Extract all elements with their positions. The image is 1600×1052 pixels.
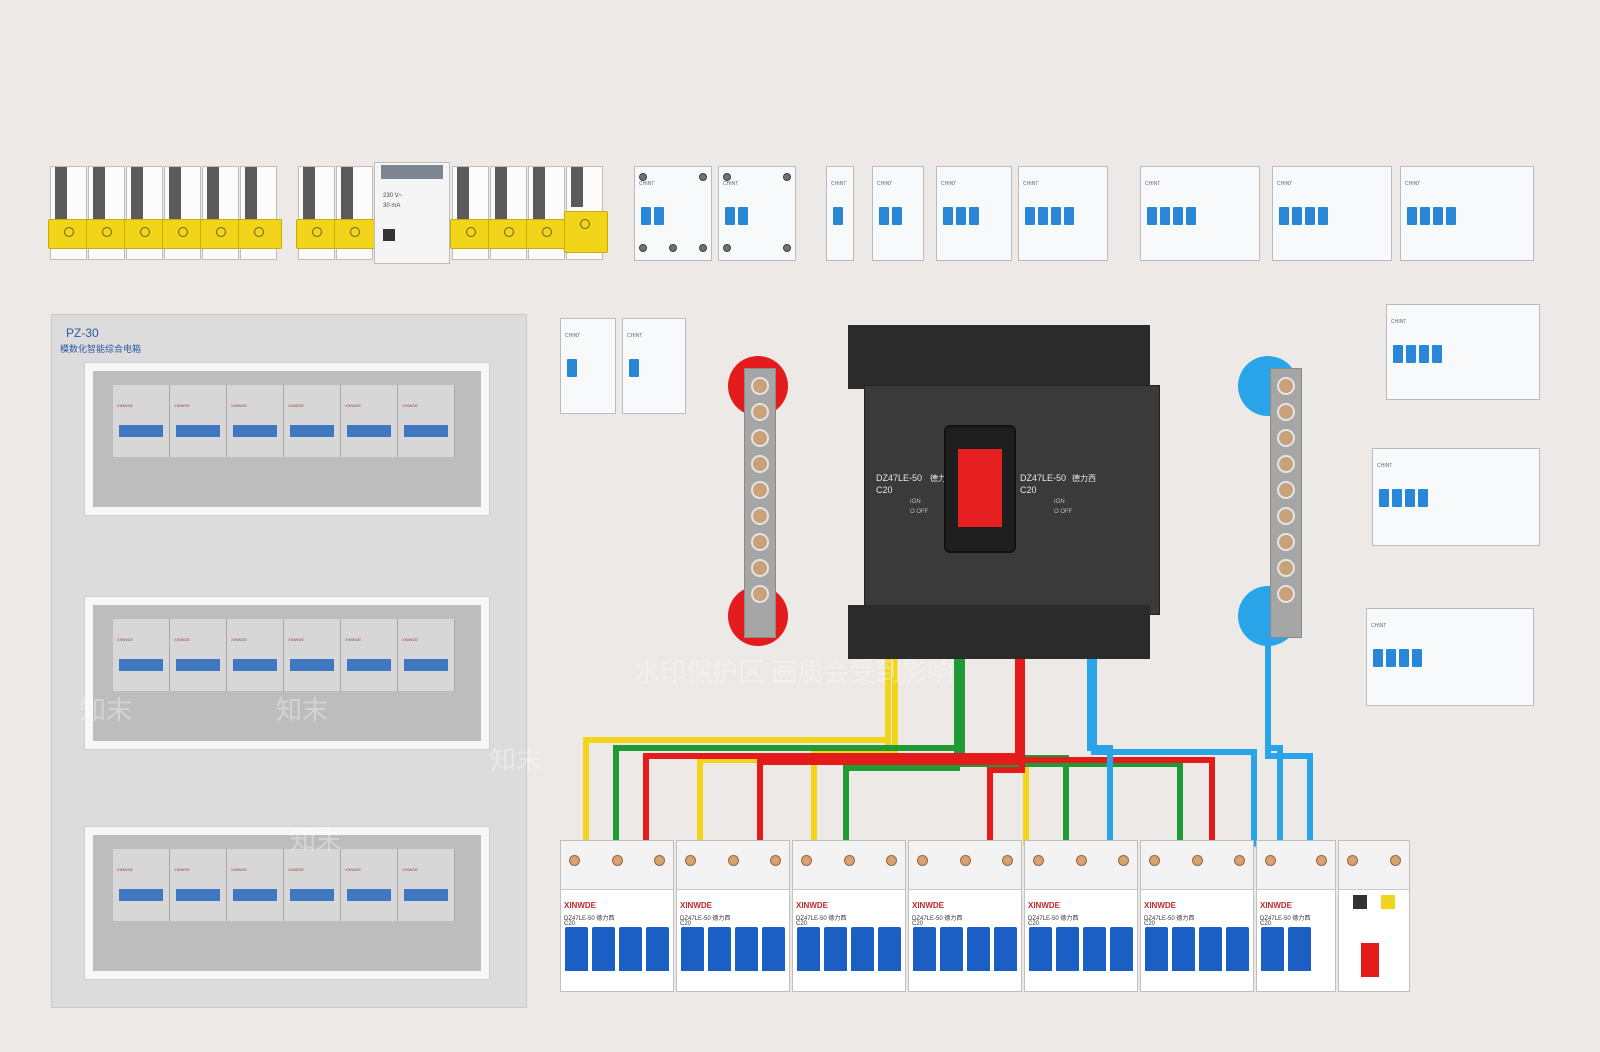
watermark-small: 知末 xyxy=(276,695,329,725)
rcbo-test-button[interactable] xyxy=(383,229,395,241)
wire-red xyxy=(757,657,1021,847)
panel-module: XINWDE xyxy=(113,849,170,921)
rcd-indicator xyxy=(1381,895,1395,909)
bottom-breaker[interactable]: XINWDE DZ47LE-50 德力西 C20 xyxy=(1256,840,1336,992)
rcbo-module[interactable]: 230 V~ 30 mA xyxy=(374,162,450,264)
panel-module: XINWDE xyxy=(170,849,227,921)
yellow-switch[interactable] xyxy=(334,166,378,260)
panel-module: XINWDE xyxy=(284,385,341,457)
panel-row: XINWDE XINWDE XINWDE XINWDE XINWDE XINWD… xyxy=(84,362,490,516)
breaker-handle[interactable] xyxy=(944,425,1016,553)
wire-green xyxy=(959,657,1183,847)
bottom-breaker[interactable]: XINWDE DZ47LE-50 德力西 C20 xyxy=(676,840,790,992)
panel-subtitle: 模数化智能综合电箱 xyxy=(60,344,142,354)
breaker-rating-left: C20 xyxy=(876,485,893,495)
rcd-test-button[interactable] xyxy=(1353,895,1367,909)
mcb-module[interactable]: CHINT xyxy=(1272,166,1392,261)
panel-module: XINWDE xyxy=(341,385,398,457)
breaker-label-right: DZ47LE-50 xyxy=(1020,473,1067,483)
panel-module: XINWDE xyxy=(284,619,341,691)
mcb-module[interactable]: CHINT xyxy=(560,318,616,414)
wire-blue xyxy=(1087,657,1113,847)
panel-module: XINWDE xyxy=(170,385,227,457)
panel-module: XINWDE xyxy=(398,385,455,457)
yellow-switch[interactable] xyxy=(526,166,570,260)
mcb-module[interactable]: CHINT xyxy=(1140,166,1260,261)
panel-module: XINWDE xyxy=(341,849,398,921)
panel-module: XINWDE xyxy=(398,619,455,691)
yellow-switch[interactable] xyxy=(124,166,168,260)
panel-row: XINWDE XINWDE XINWDE XINWDE XINWDE XINWD… xyxy=(84,596,490,750)
mcb-module[interactable]: CHINT xyxy=(1372,448,1540,546)
mcb-module[interactable]: CHINT xyxy=(872,166,924,261)
breaker-brand-right: 德力西 xyxy=(1072,474,1096,483)
rcd-handle[interactable] xyxy=(1361,943,1379,977)
blue-busbar xyxy=(1270,368,1302,638)
yellow-switch[interactable] xyxy=(162,166,206,260)
yellow-switch[interactable] xyxy=(238,166,282,260)
yellow-switch[interactable] xyxy=(488,166,532,260)
rcbo-sensitivity: 30 mA xyxy=(383,203,401,209)
mcb-module[interactable]: CHINT xyxy=(936,166,1012,261)
yellow-switch[interactable] xyxy=(296,166,340,260)
breaker-label-left: DZ47LE-50 xyxy=(876,473,923,483)
panel-module: XINWDE xyxy=(398,849,455,921)
panel-row: XINWDE XINWDE XINWDE XINWDE XINWDE XINWD… xyxy=(84,826,490,980)
mcb-module[interactable]: CHINT xyxy=(622,318,686,414)
yellow-switch-open[interactable] xyxy=(564,166,608,260)
panel-model: PZ-30 xyxy=(66,326,99,340)
breaker-off-left: O OFF xyxy=(910,509,929,515)
panel-module: XINWDE xyxy=(227,385,284,457)
bottom-breaker[interactable]: XINWDE DZ47LE-50 德力西 C20 xyxy=(1140,840,1254,992)
panel-module: XINWDE xyxy=(284,849,341,921)
mcb-module[interactable]: CHINT xyxy=(1386,304,1540,400)
bottom-breaker[interactable]: XINWDE DZ47LE-50 德力西 C20 xyxy=(792,840,906,992)
yellow-switch[interactable] xyxy=(200,166,244,260)
main-circuit-breaker[interactable]: DZ47LE-50 德力西 C20 ION O OFF DZ47LE-50 德力… xyxy=(848,325,1160,659)
mcb-module[interactable]: CHINT xyxy=(1400,166,1534,261)
mcb-module[interactable]: CHINT xyxy=(1366,608,1534,706)
panel-module: XINWDE xyxy=(227,619,284,691)
rcbo-rating: 230 V~ xyxy=(383,193,403,199)
bottom-breaker[interactable]: XINWDE DZ47LE-50 德力西 C20 xyxy=(560,840,674,992)
panel-module: XINWDE xyxy=(113,385,170,457)
bottom-breaker[interactable]: XINWDE DZ47LE-50 德力西 C20 xyxy=(1024,840,1138,992)
red-busbar xyxy=(744,368,776,638)
panel-module: XINWDE xyxy=(227,849,284,921)
yellow-switch[interactable] xyxy=(450,166,494,260)
panel-module: XINWDE xyxy=(113,619,170,691)
mcb-module[interactable]: CHINT xyxy=(826,166,854,261)
panel-module: XINWDE xyxy=(341,619,398,691)
watermark-small: 知末 xyxy=(290,825,343,855)
yellow-switch[interactable] xyxy=(86,166,130,260)
breaker-off-right: O OFF xyxy=(1054,509,1073,515)
breaker-rating-right: C20 xyxy=(1020,485,1037,495)
watermark-small: 知末 xyxy=(80,695,133,725)
panel-module: XINWDE xyxy=(170,619,227,691)
wire-red xyxy=(1019,657,1215,847)
wire-blue xyxy=(1091,657,1257,847)
mcb-module[interactable]: CHINT xyxy=(1018,166,1108,261)
breaker-brand-left: 德力西 xyxy=(930,474,954,483)
breaker-on-left: ION xyxy=(910,499,921,505)
wire-green xyxy=(959,657,1069,847)
wire-green xyxy=(843,657,960,847)
breaker-on-right: ION xyxy=(1054,499,1065,505)
rcd-module[interactable] xyxy=(1338,840,1410,992)
wire-blue xyxy=(1265,635,1313,847)
bottom-breaker[interactable]: XINWDE DZ47LE-50 德力西 C20 xyxy=(908,840,1022,992)
watermark: 水印保护区 画质会受到影响 xyxy=(634,657,954,687)
watermark-small: 知末 xyxy=(490,745,543,775)
mcb-module[interactable]: CHINT xyxy=(718,166,796,261)
yellow-switch[interactable] xyxy=(48,166,92,260)
mcb-module[interactable]: CHINT xyxy=(634,166,712,261)
